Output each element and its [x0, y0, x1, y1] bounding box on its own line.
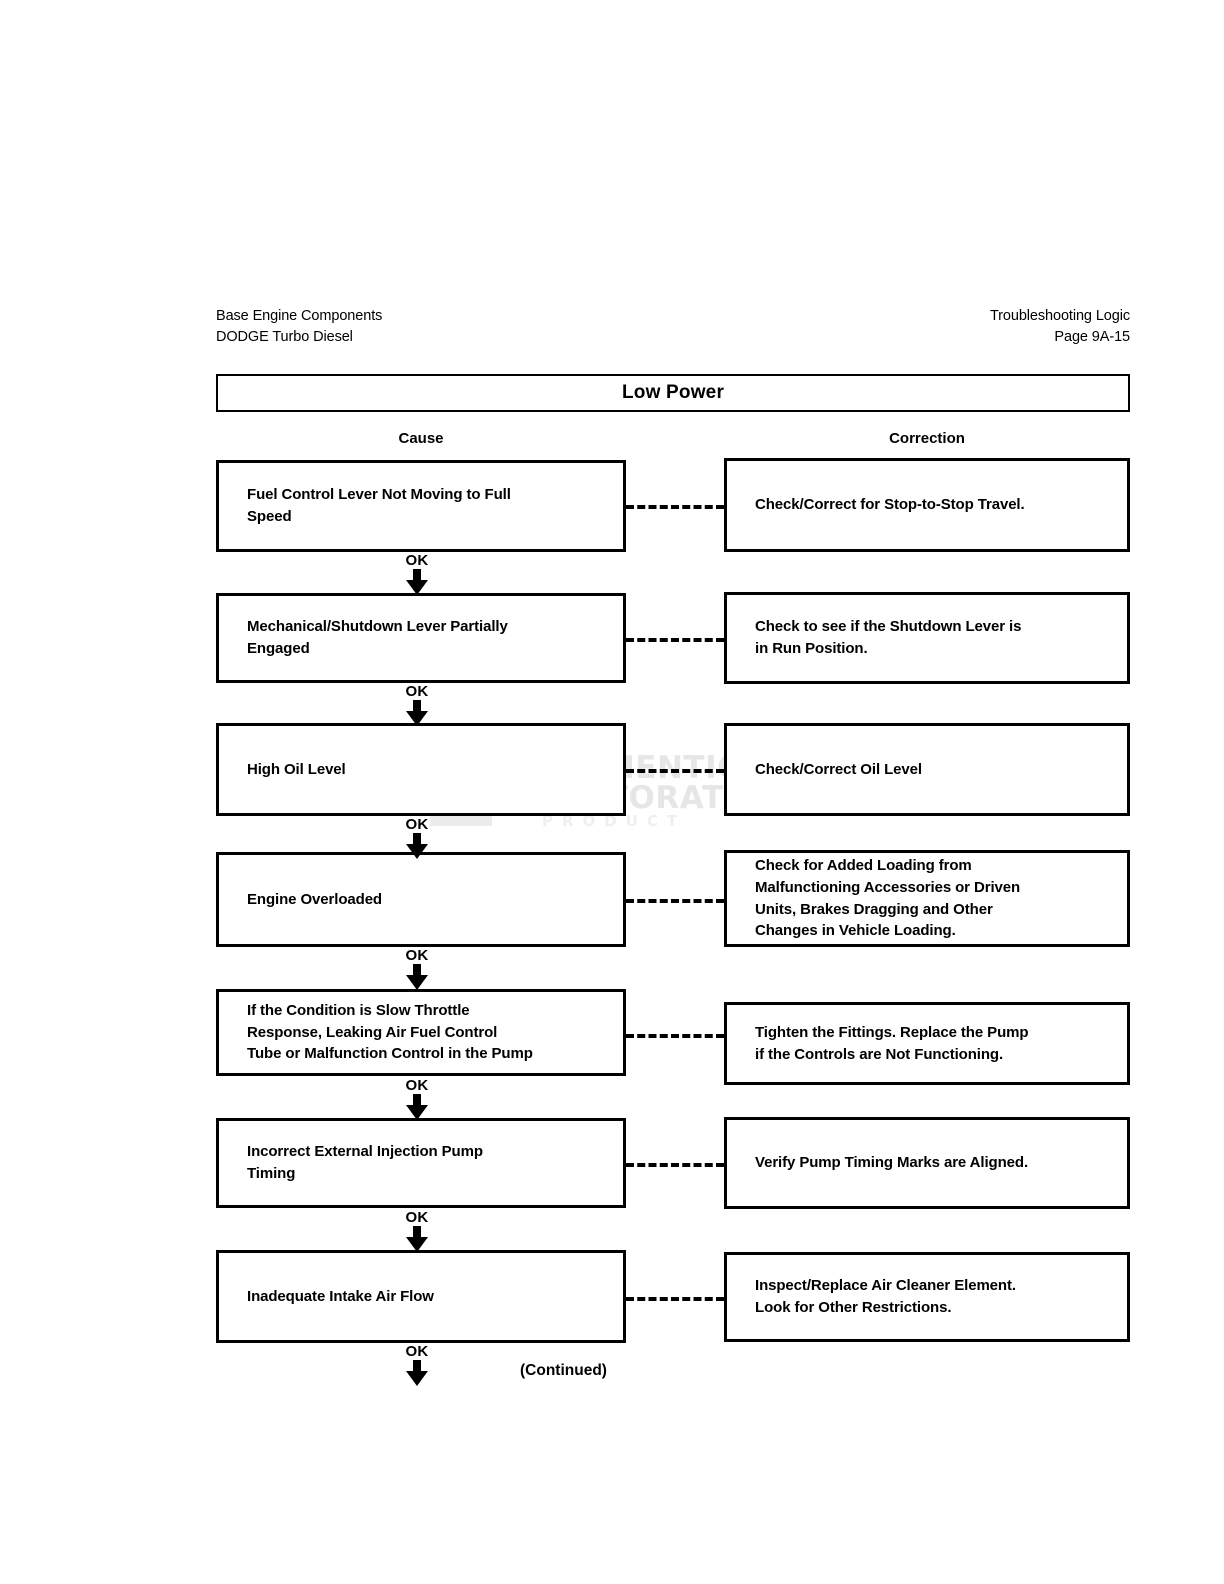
cause-box: High Oil Level — [216, 723, 626, 816]
correction-text: Check/Correct for Stop-to-Stop Travel. — [755, 496, 1025, 514]
ok-step-connector: OK — [357, 684, 477, 726]
ok-step-connector: OK — [357, 1078, 477, 1120]
ok-label: OK — [405, 552, 429, 569]
cause-box: Engine Overloaded — [216, 852, 626, 947]
cause-box: Incorrect External Injection Pump Timing — [216, 1118, 626, 1208]
cause-correction-connector — [626, 505, 724, 509]
down-arrow-icon — [406, 569, 428, 595]
down-arrow-icon — [406, 1094, 428, 1120]
correction-box: Inspect/Replace Air Cleaner Element. Loo… — [724, 1252, 1130, 1342]
cause-text: Fuel Control Lever Not Moving to Full Sp… — [247, 486, 511, 525]
down-arrow-icon — [406, 1360, 428, 1386]
arrow-stem — [413, 1226, 421, 1239]
ok-label: OK — [405, 1343, 429, 1360]
ok-step-connector: OK — [357, 1210, 477, 1252]
cause-correction-connector — [626, 638, 724, 642]
column-heading-correction: Correction — [889, 430, 965, 447]
correction-box: Verify Pump Timing Marks are Aligned. — [724, 1117, 1130, 1209]
ok-label: OK — [405, 1077, 429, 1094]
chart-title: Low Power — [621, 382, 725, 403]
correction-box: Check/Correct for Stop-to-Stop Travel. — [724, 458, 1130, 552]
arrow-stem — [413, 569, 421, 582]
arrow-head — [406, 1237, 428, 1252]
ok-label: OK — [405, 816, 429, 833]
cause-correction-connector — [626, 1297, 724, 1301]
cause-box: If the Condition is Slow Throttle Respon… — [216, 989, 626, 1076]
arrow-head — [406, 580, 428, 595]
arrow-head — [406, 975, 428, 990]
ok-label: OK — [405, 947, 429, 964]
cause-text: High Oil Level — [247, 760, 346, 778]
correction-box: Tighten the Fittings. Replace the Pump i… — [724, 1002, 1130, 1085]
ok-label: OK — [405, 683, 429, 700]
cause-text: Engine Overloaded — [247, 890, 382, 908]
cause-correction-connector — [626, 1163, 724, 1167]
chart-title-bar: Low Power — [216, 374, 1130, 412]
continued-note: (Continued) — [520, 1362, 607, 1379]
column-heading-cause: Cause — [398, 430, 444, 447]
ok-step-connector: OK — [357, 948, 477, 990]
correction-text: Check to see if the Shutdown Lever is in… — [755, 618, 1022, 657]
cause-correction-connector — [626, 769, 724, 773]
correction-text: Check/Correct Oil Level — [755, 760, 922, 778]
cause-text: If the Condition is Slow Throttle Respon… — [247, 1001, 533, 1063]
arrow-stem — [413, 1094, 421, 1107]
running-head-right: Troubleshooting Logic Page 9A-15 — [989, 308, 1130, 345]
cause-box: Inadequate Intake Air Flow — [216, 1250, 626, 1343]
cause-correction-connector — [626, 899, 724, 903]
correction-box: Check/Correct Oil Level — [724, 723, 1130, 816]
cause-text: Incorrect External Injection Pump Timing — [247, 1143, 483, 1182]
correction-text: Inspect/Replace Air Cleaner Element. Loo… — [755, 1277, 1016, 1316]
correction-box: Check to see if the Shutdown Lever is in… — [724, 592, 1130, 684]
cause-box: Mechanical/Shutdown Lever Partially Enga… — [216, 593, 626, 683]
correction-text: Check for Added Loading from Malfunction… — [755, 856, 1021, 940]
ok-step-connector: OK — [357, 1344, 477, 1386]
running-head-left: Base Engine Components DODGE Turbo Diese… — [216, 308, 383, 345]
arrow-head — [406, 1371, 428, 1386]
arrow-stem — [413, 833, 421, 846]
down-arrow-icon — [406, 833, 428, 859]
down-arrow-icon — [406, 700, 428, 726]
correction-box: Check for Added Loading from Malfunction… — [724, 850, 1130, 947]
ok-step-connector: OK — [357, 817, 477, 859]
running-head: Base Engine Components DODGE Turbo Diese… — [216, 306, 1130, 347]
ok-step-connector: OK — [357, 553, 477, 595]
arrow-head — [406, 844, 428, 859]
down-arrow-icon — [406, 964, 428, 990]
cause-box: Fuel Control Lever Not Moving to Full Sp… — [216, 460, 626, 552]
cause-text: Mechanical/Shutdown Lever Partially Enga… — [247, 618, 508, 657]
cause-text: Inadequate Intake Air Flow — [247, 1287, 434, 1305]
arrow-stem — [413, 700, 421, 713]
arrow-head — [406, 1105, 428, 1120]
arrow-stem — [413, 1360, 421, 1373]
down-arrow-icon — [406, 1226, 428, 1252]
arrow-head — [406, 711, 428, 726]
cause-correction-connector — [626, 1034, 724, 1038]
arrow-stem — [413, 964, 421, 977]
ok-label: OK — [405, 1209, 429, 1226]
correction-text: Tighten the Fittings. Replace the Pump i… — [755, 1023, 1029, 1063]
correction-text: Verify Pump Timing Marks are Aligned. — [755, 1154, 1029, 1172]
